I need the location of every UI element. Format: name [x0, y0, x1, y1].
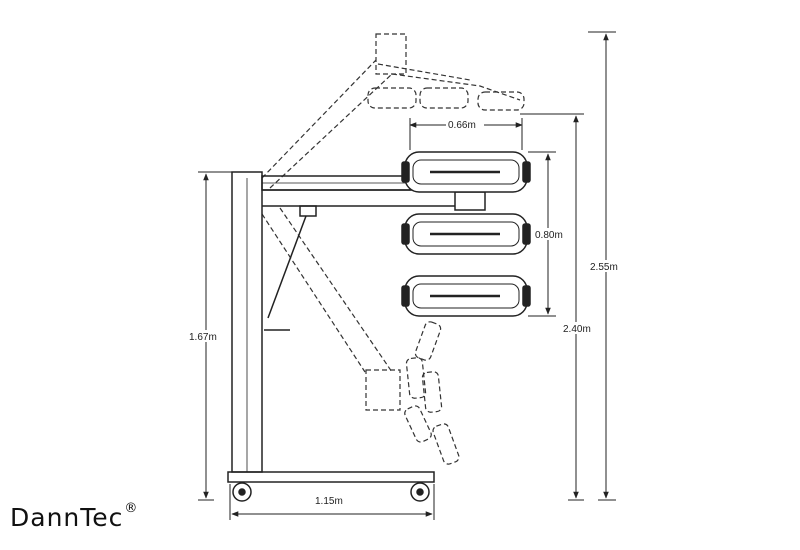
folded-lower-head-4	[404, 405, 432, 443]
folded-arm-top-edge	[377, 63, 471, 81]
folded-lower-head-1	[414, 321, 442, 361]
stand-base	[227, 471, 435, 483]
label-stack-height: 0.80m	[535, 230, 563, 241]
support-strut	[267, 215, 307, 319]
base-wheel-right-hub	[416, 488, 424, 496]
folded-arm-lower-b	[279, 207, 393, 373]
base-wheel-right	[410, 482, 430, 502]
folded-lower-head-2	[405, 357, 427, 399]
folded-head-2	[419, 87, 469, 109]
label-base-width: 1.15m	[315, 496, 343, 507]
heater-head-3	[401, 275, 531, 317]
folded-top-block	[375, 33, 407, 75]
label-head-width: 0.66m	[448, 120, 476, 131]
folded-head-3	[477, 91, 525, 111]
brand-logo: DannTec®	[10, 501, 139, 532]
registered-mark: ®	[124, 501, 139, 516]
base-wheel-left	[232, 482, 252, 502]
head-mount	[454, 191, 486, 211]
heater-head-1	[401, 151, 531, 193]
folded-lower-block	[365, 369, 401, 411]
heater-head-2	[401, 213, 531, 255]
label-heater-top-height: 2.40m	[563, 324, 591, 335]
folded-arm-lower-edge	[391, 73, 521, 101]
dimension-labels: 0.66m 0.80m 2.55m 2.40m 1.67m 1.15m	[186, 118, 626, 507]
label-total-height: 2.55m	[590, 262, 618, 273]
heater-heads	[401, 151, 531, 317]
dimension-lines	[198, 31, 616, 520]
folded-lower-head-3	[421, 371, 443, 413]
folded-head-1	[367, 87, 417, 109]
label-column-height: 1.67m	[189, 332, 217, 343]
stand	[227, 171, 486, 502]
arm-bracket	[299, 205, 317, 217]
folded-arm-upper-edge-b	[269, 73, 393, 189]
base-wheel-left-hub	[238, 488, 246, 496]
brand-name: DannTec	[10, 503, 124, 532]
folded-lower-head-5	[432, 423, 460, 465]
folded-arm-upper-edge-a	[261, 59, 377, 179]
